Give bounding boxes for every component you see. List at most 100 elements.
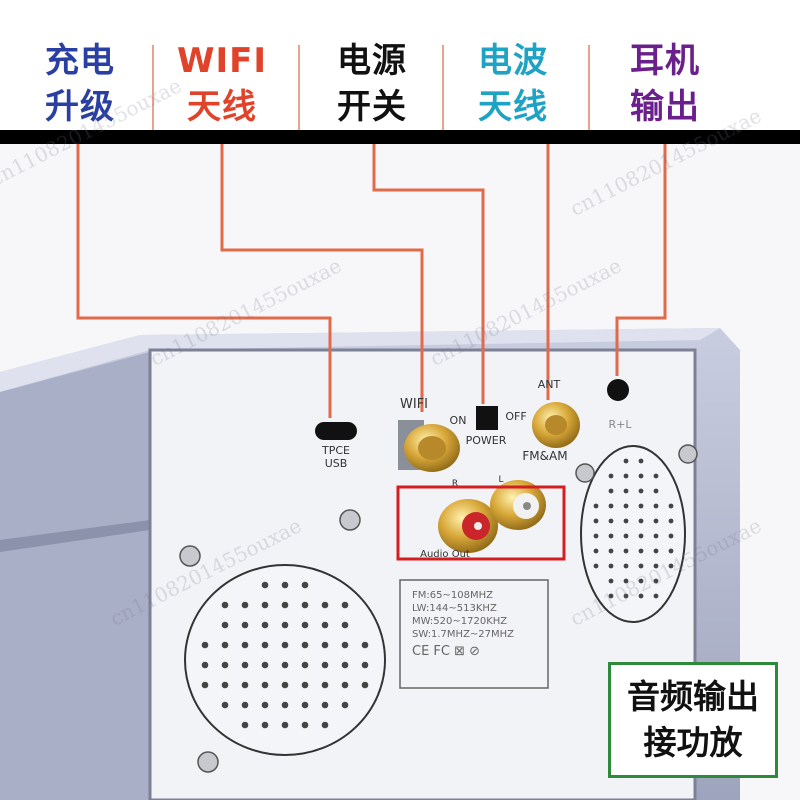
speaker-hole <box>201 661 209 669</box>
speaker-hole <box>623 503 629 509</box>
speaker-hole <box>653 473 659 479</box>
speaker-hole <box>668 533 674 539</box>
speaker-hole <box>653 518 659 524</box>
frequency-text: FM:65~108MHZ LW:144~513KHZ MW:520~1720KH… <box>404 585 544 660</box>
ant-label: ANT <box>537 378 561 391</box>
ant-connector <box>532 402 580 448</box>
speaker-hole <box>608 593 614 599</box>
speaker-hole <box>281 681 289 689</box>
speaker-hole <box>321 701 329 709</box>
speaker-hole <box>241 701 249 709</box>
rca-r-label: R <box>451 479 459 489</box>
speaker-hole <box>341 601 349 609</box>
speaker-hole <box>281 621 289 629</box>
usb-label-line: USB <box>324 457 348 470</box>
speaker-hole <box>241 601 249 609</box>
speaker-hole <box>623 473 629 479</box>
speaker-hole <box>638 578 644 584</box>
speaker-hole <box>653 503 659 509</box>
label-headphone-output: 耳机 输出 <box>610 38 720 130</box>
speaker-hole <box>261 721 269 729</box>
speaker-hole <box>668 563 674 569</box>
label-power-switch: 电源 开关 <box>317 38 427 130</box>
speaker-hole <box>321 681 329 689</box>
speaker-hole <box>301 581 309 589</box>
label-line: 耳机 <box>630 41 700 81</box>
label-line: 开关 <box>337 87 407 127</box>
switch-on-label: ON <box>449 414 467 427</box>
speaker-hole <box>221 601 229 609</box>
speaker-hole <box>638 458 644 464</box>
speaker-hole <box>361 661 369 669</box>
speaker-hole <box>608 503 614 509</box>
speaker-hole <box>638 473 644 479</box>
speaker-hole <box>653 533 659 539</box>
label-radio-antenna: 电波 天线 <box>458 38 568 130</box>
speaker-hole <box>608 518 614 524</box>
wifi-port-label: WIFI <box>400 397 428 412</box>
speaker-hole <box>653 578 659 584</box>
speaker-hole <box>201 681 209 689</box>
speaker-hole <box>638 593 644 599</box>
speaker-hole <box>623 578 629 584</box>
power-switch <box>476 406 498 430</box>
speaker-hole <box>261 701 269 709</box>
speaker-hole <box>281 641 289 649</box>
speaker-hole <box>638 503 644 509</box>
audio-out-label: Audio Out <box>420 549 470 560</box>
speaker-hole <box>301 701 309 709</box>
freq-line: SW:1.7MHZ~27MHZ <box>412 629 515 640</box>
speaker-hole <box>261 601 269 609</box>
speaker-hole <box>241 721 249 729</box>
speaker-hole <box>361 641 369 649</box>
divider <box>152 45 154 130</box>
label-line: 输出 <box>630 87 700 127</box>
speaker-hole <box>241 621 249 629</box>
speaker-hole <box>201 641 209 649</box>
speaker-hole <box>593 533 599 539</box>
speaker-hole <box>261 681 269 689</box>
speaker-hole <box>653 563 659 569</box>
speaker-hole <box>301 621 309 629</box>
speaker-hole <box>638 518 644 524</box>
speaker-hole <box>638 488 644 494</box>
speaker-hole <box>623 548 629 554</box>
speaker-hole <box>321 621 329 629</box>
speaker-hole <box>623 488 629 494</box>
speaker-hole <box>608 488 614 494</box>
speaker-hole <box>301 641 309 649</box>
speaker-hole <box>221 641 229 649</box>
callout-line: 接功放 <box>643 723 743 762</box>
speaker-hole <box>241 681 249 689</box>
divider <box>588 45 590 130</box>
speaker-hole <box>341 641 349 649</box>
speaker-hole <box>638 533 644 539</box>
speaker-hole <box>321 721 329 729</box>
divider <box>298 45 300 130</box>
fm-am-label: FM&AM <box>522 449 568 463</box>
label-line: WIFI <box>176 41 268 81</box>
speaker-hole <box>281 581 289 589</box>
speaker-hole <box>668 548 674 554</box>
speaker-hole <box>653 548 659 554</box>
speaker-hole <box>221 621 229 629</box>
speaker-hole <box>241 641 249 649</box>
cert-marks: CE FC ⊠ ⊘ <box>412 644 481 659</box>
header-separator-bar <box>0 130 800 144</box>
speaker-hole <box>341 701 349 709</box>
speaker-hole <box>638 548 644 554</box>
speaker-hole <box>281 721 289 729</box>
label-line: 升级 <box>45 87 115 127</box>
speaker-hole <box>593 518 599 524</box>
speaker-hole <box>653 488 659 494</box>
usb-port-label: TPCE USB <box>310 444 362 470</box>
callout-line: 音频输出 <box>627 677 759 716</box>
speaker-hole <box>341 661 349 669</box>
speaker-hole <box>608 473 614 479</box>
speaker-hole <box>361 681 369 689</box>
speaker-hole <box>321 601 329 609</box>
rca-l-label: L <box>498 475 504 485</box>
speaker-hole <box>281 601 289 609</box>
label-line: 天线 <box>478 87 548 127</box>
